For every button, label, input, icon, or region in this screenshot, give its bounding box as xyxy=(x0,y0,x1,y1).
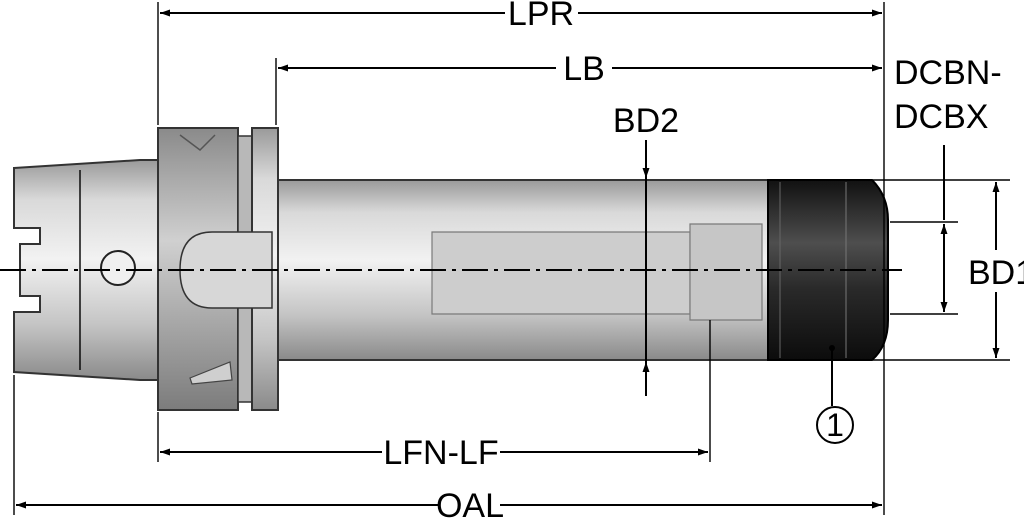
label-bd1: BD1 xyxy=(968,254,1024,292)
label-dcbx: DCBX xyxy=(894,98,988,136)
dimension-lb: LB xyxy=(278,50,882,88)
dimension-bd1: BD1 xyxy=(968,182,1024,358)
label-lfn-lf: LFN-LF xyxy=(383,434,498,472)
dimension-oal: OAL xyxy=(16,487,882,520)
label-lpr: LPR xyxy=(508,0,574,33)
label-lb: LB xyxy=(563,50,605,88)
shank-hole xyxy=(100,250,136,286)
extension-lines xyxy=(13,2,1010,515)
callout-circle xyxy=(816,406,854,444)
dimension-bd2: BD2 xyxy=(613,102,679,396)
dimension-lpr: LPR xyxy=(160,0,882,33)
label-oal: OAL xyxy=(436,487,504,520)
label-bd2: BD2 xyxy=(613,102,679,140)
dimension-lfn-lf: LFN-LF xyxy=(160,434,708,472)
callout-1: 1 xyxy=(816,345,854,444)
label-dcbn: DCBN- xyxy=(894,54,1002,92)
callout-number: 1 xyxy=(826,407,844,443)
dimension-dcbn-dcbx: DCBN- DCBX xyxy=(894,54,1002,312)
collet-nut xyxy=(767,179,889,361)
